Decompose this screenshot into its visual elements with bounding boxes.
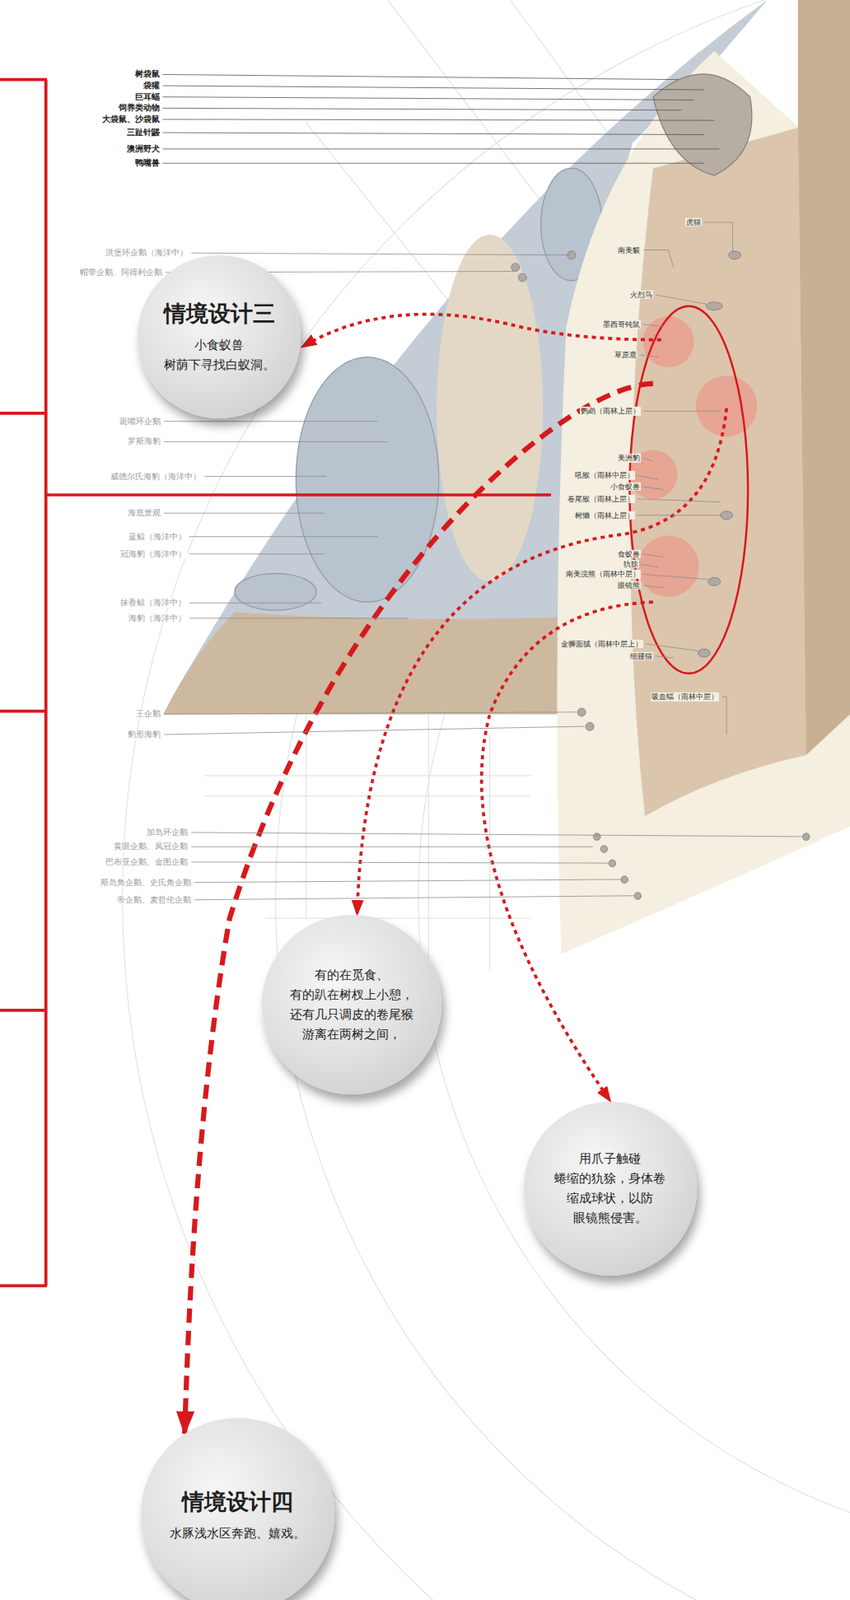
ocean-label: 海底景观: [126, 508, 162, 519]
leader-line: [191, 862, 608, 864]
leader-line: [721, 696, 727, 735]
scene-text: 用爪子触碰 蜷缩的犰狳，身体卷 缩成球状，以防 眼镜熊侵害。: [554, 1148, 666, 1229]
leader-line: [163, 420, 379, 422]
rainforest-label: 犰狳: [622, 560, 640, 569]
rainforest-label: 食蚁兽: [616, 550, 641, 559]
rainforest-label: 卷尾猴（雨林上层）: [566, 495, 636, 504]
leader-line: [643, 457, 654, 462]
ocean-label: 黄眼企鹅、凤冠企鹅: [112, 842, 189, 853]
rainforest-label: 吼猴（雨林中层）: [574, 471, 636, 480]
rainforest-label: 细腰猫: [629, 651, 654, 660]
australia-label: 袋獾: [142, 80, 161, 91]
scene-callout: 用爪子触碰 蜷缩的犰狳，身体卷 缩成球状，以防 眼镜熊侵害。: [523, 1102, 698, 1276]
rainforest-label: 眼镜熊: [616, 581, 641, 590]
rainforest-label: 虎猫: [685, 218, 702, 227]
ocean-label: 蓝鲸（海洋中）: [127, 532, 187, 542]
ocean-label: 巴布亚企鹅、金图企鹅: [104, 857, 189, 868]
leader-line: [637, 499, 720, 503]
ocean-label: 帝企鹅、麦哲伦企鹅: [116, 895, 192, 906]
australia-label: 饲养类动物: [117, 103, 161, 114]
leader-line: [194, 896, 634, 901]
ocean-label: 威德尔氏海豹（海洋中）: [109, 471, 202, 482]
rainforest-label: 墨西哥钝鼠: [602, 320, 641, 329]
leader-line: [189, 553, 325, 555]
australia-label: 巨耳蝠: [134, 92, 161, 103]
scene-title: 情境设计四: [169, 1487, 306, 1518]
australia-label: 三趾针鼹: [126, 127, 161, 138]
ocean-label: 冠海豹（海洋中）: [119, 549, 187, 560]
leader-line: [637, 475, 659, 480]
leader-line: [643, 410, 721, 412]
rainforest-label: 南美浣熊（雨林中层）: [565, 569, 641, 579]
leader-line: [637, 514, 721, 516]
scene-text: 有的在觅食、 有的趴在树杈上小憩， 还有几只调皮的卷尾猴 游离在两树之间，: [289, 965, 414, 1045]
leader-line: [189, 602, 323, 604]
leader-line: [189, 536, 379, 538]
australia-label: 大袋鼠、沙袋鼠: [101, 114, 161, 125]
leader-line: [643, 585, 664, 588]
leader-line: [655, 294, 706, 304]
leader-line: [643, 554, 664, 558]
rainforest-label: 南美貘: [616, 245, 641, 254]
rainforest-label: 鹦鹉（雨林上层）: [579, 406, 641, 416]
leader-line: [194, 879, 621, 883]
australia-label: 树袋鼠: [134, 70, 161, 80]
leader-line: [163, 163, 705, 164]
leader-line: [204, 476, 327, 477]
leader-line: [189, 617, 409, 619]
leader-line: [704, 222, 733, 253]
leader-line: [163, 97, 695, 101]
scene-text: 水豚浅水区奔跑、嬉戏。: [169, 1523, 306, 1544]
leader-line: [655, 656, 674, 659]
ocean-label: 洪堡环企鹅（海洋中）: [104, 247, 189, 258]
leader-line: [163, 85, 705, 90]
ocean-label: 罗斯海豹: [126, 437, 162, 448]
leader-line: [163, 441, 388, 443]
ocean-label: 斯岛角企鹅、史氏角企鹅: [99, 878, 192, 888]
leader-line: [163, 726, 585, 735]
leader-line: [191, 846, 594, 848]
leader-line: [641, 564, 659, 568]
ocean-label: 加岛环企鹅: [145, 827, 189, 838]
ocean-label: 抹香鲸（海洋中）: [119, 597, 187, 608]
scene-text: 小食蚁兽 树荫下寻找白蚁洞。: [163, 335, 276, 375]
ocean-label: 海豹（海洋中）: [127, 613, 187, 624]
leader-line: [639, 354, 659, 357]
australia-label: 鸭嘴兽: [134, 158, 161, 169]
leader-line: [645, 644, 699, 652]
leader-line: [163, 148, 720, 150]
leader-line: [643, 486, 664, 491]
leader-line: [643, 574, 710, 580]
ocean-label: 帽带企鹅、阿得利企鹅: [79, 267, 164, 278]
rainforest-label: 小食蚁兽: [609, 482, 641, 491]
leader-line: [163, 107, 682, 110]
leader-line: [163, 513, 325, 514]
leader-line: [191, 252, 570, 255]
leader-line: [163, 132, 705, 135]
rainforest-label: 金狮面狨（雨林中层上）: [560, 639, 644, 649]
leader-line: [643, 324, 664, 327]
rainforest-label: 火烈鸟: [629, 290, 654, 299]
scene-title: 情境设计三: [163, 298, 276, 329]
rainforest-label: 草原鹿: [613, 350, 638, 360]
scene-callout: 情境设计四水豚浅水区奔跑、嬉戏。: [140, 1418, 335, 1600]
leader-line: [191, 832, 803, 837]
ocean-label: 豹形海豹: [126, 729, 162, 740]
australia-label: 澳洲野犬: [126, 144, 161, 155]
leader-line: [163, 119, 715, 121]
rainforest-label: 树懒（雨林上层）: [574, 510, 636, 519]
rainforest-label: 吸血蝠（雨林中层）: [650, 692, 720, 701]
scene-callout: 有的在觅食、 有的趴在树杈上小憩， 还有几只调皮的卷尾猴 游离在两树之间，: [261, 915, 442, 1095]
leader-line: [163, 712, 577, 715]
ocean-label: 斑嘴环企鹅: [118, 416, 162, 427]
leader-line: [643, 250, 674, 268]
leader-line: [163, 74, 679, 80]
scene-callout: 情境设计三小食蚁兽 树荫下寻找白蚁洞。: [137, 255, 301, 419]
ocean-label: 王企鹅: [135, 709, 162, 720]
rainforest-label: 美洲豹: [616, 453, 641, 463]
